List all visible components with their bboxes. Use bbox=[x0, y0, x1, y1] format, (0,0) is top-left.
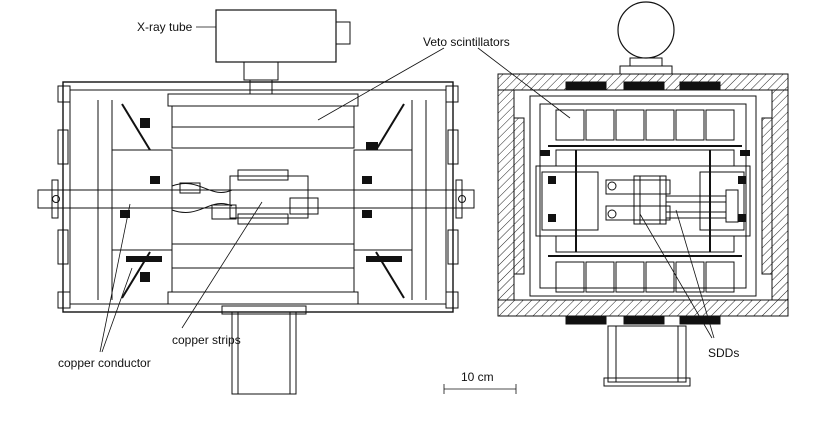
leader-lines bbox=[99, 26, 715, 394]
scale-bar-label: 10 cm bbox=[461, 370, 494, 384]
front-view bbox=[497, 1, 789, 387]
mounting-pillar bbox=[221, 305, 307, 395]
sdds-label: SDDs bbox=[708, 346, 740, 360]
side-view bbox=[37, 9, 475, 395]
mounting-pillar bbox=[603, 325, 691, 387]
sdd-assembly bbox=[605, 175, 739, 225]
veto-scintillators-label: Veto scintillators bbox=[423, 35, 510, 49]
copper-conductor bbox=[37, 189, 475, 209]
copper-strips-label: copper strips bbox=[172, 333, 241, 347]
veto-scintillator-row-top bbox=[548, 109, 742, 147]
target-cell bbox=[229, 175, 309, 219]
vacuum-gauge bbox=[617, 1, 675, 59]
copper-conductor-label: copper conductor bbox=[58, 356, 151, 370]
veto-scintillator-row-bottom bbox=[548, 255, 742, 293]
xray-tube-label: X-ray tube bbox=[137, 20, 193, 34]
side-view-outer-frame bbox=[62, 81, 454, 313]
